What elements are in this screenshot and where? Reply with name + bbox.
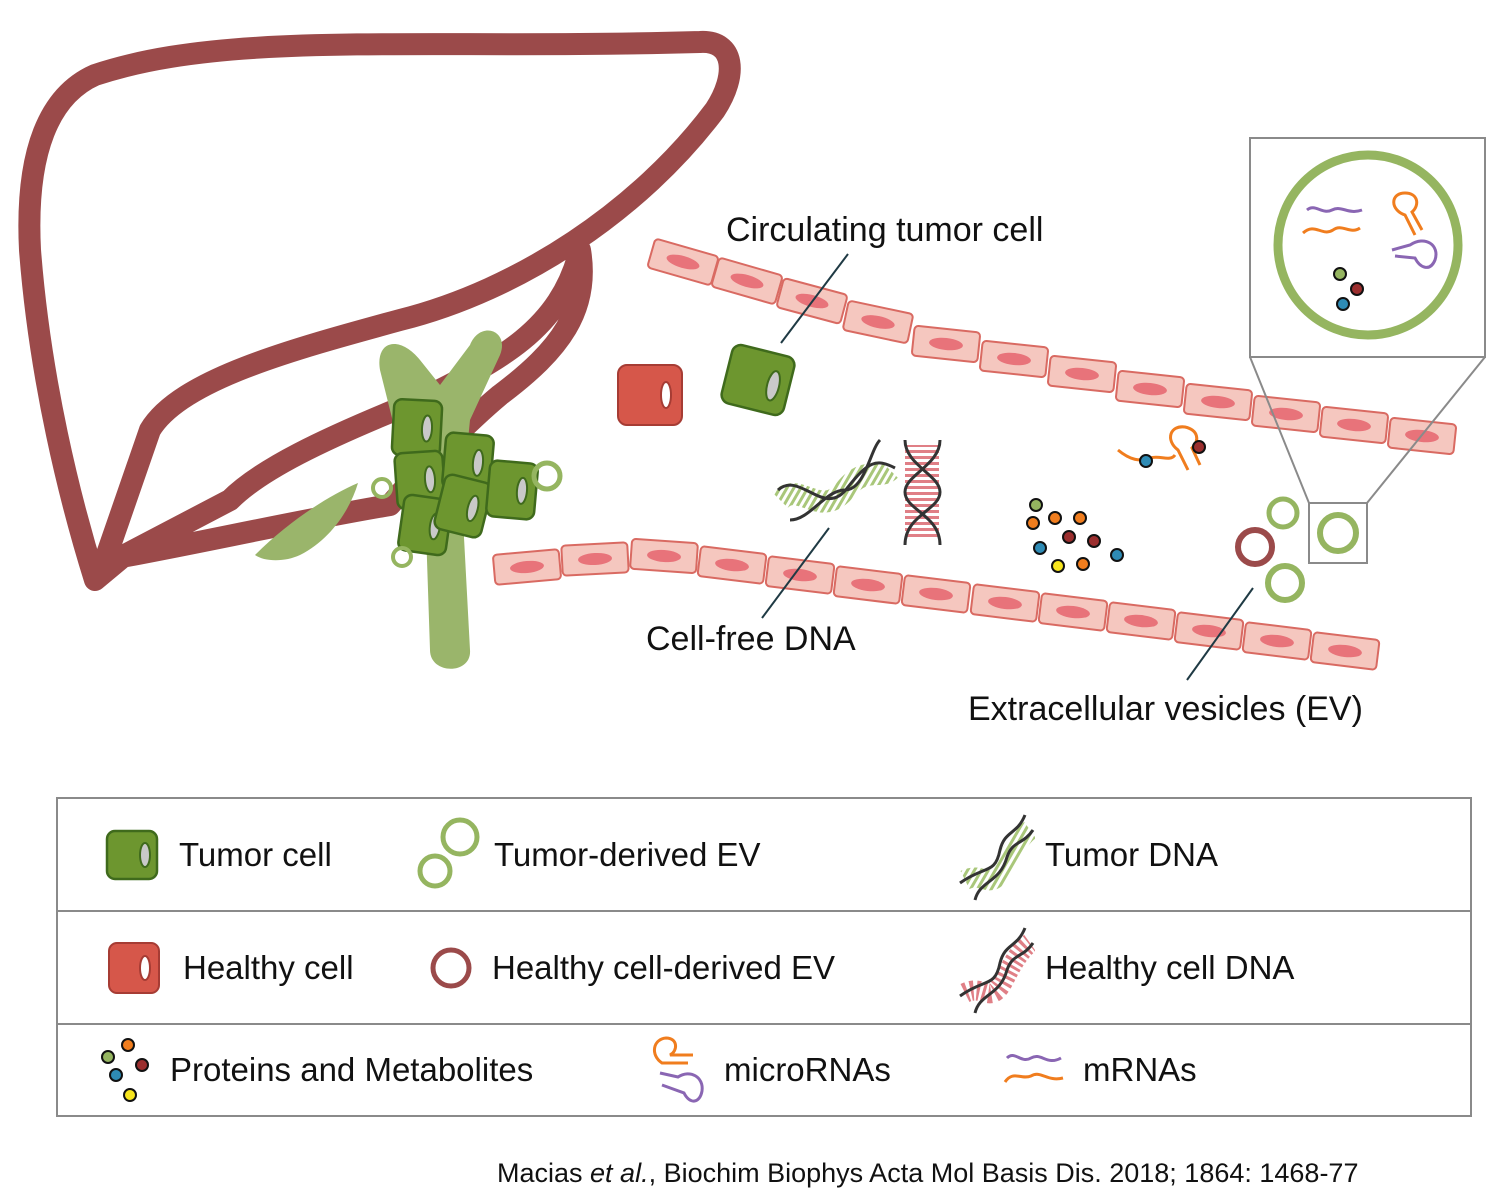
proteins-metabolites-icon [101,1038,149,1102]
healthy-dna-icon [959,926,1035,1013]
legend-label: Healthy cell DNA [1045,948,1295,986]
healthy-cell [617,364,683,426]
legend-label: Tumor-derived EV [494,835,761,873]
tumor-ev [371,477,393,499]
legend-item-proteins: Proteins and Metabolites [98,1025,533,1115]
healthy-dna [903,439,942,546]
tumor-ev-icon [417,817,480,888]
tumor-cell-icon [105,829,159,880]
legend-item-tumor-ev: Tumor-derived EV [416,799,761,910]
gallbladder [255,483,358,561]
healthy-ev [1235,527,1275,567]
citation-author: Macias [497,1158,591,1188]
legend-row: Proteins and Metabolites microRNAs mRNAs [58,1025,1470,1115]
ev-cargo [1301,191,1438,311]
zoom-callout [1249,137,1486,564]
tumor-ev [531,460,563,492]
legend: Tumor cell Tumor-derived EV Tumor DNA [56,797,1472,1117]
legend-item-healthy-dna: Healthy cell DNA [955,912,1294,1023]
citation: Macias et al., Biochim Biophys Acta Mol … [497,1158,1358,1189]
label-circulating-tumor-cell: Circulating tumor cell [726,211,1044,249]
legend-label: Tumor cell [179,835,332,873]
legend-item-healthy-cell: Healthy cell [107,912,354,1023]
legend-item-healthy-ev: Healthy cell-derived EV [428,912,835,1023]
tumor-dna-icon [959,813,1035,900]
citation-etal: et al. [590,1158,649,1188]
legend-label: mRNAs [1083,1051,1197,1088]
tumor-ev [1265,563,1305,603]
legend-item-tumor-cell: Tumor cell [105,799,332,910]
liver-outline [18,31,741,591]
ev-leader-line [1186,587,1254,681]
citation-source: , Biochim Biophys Acta Mol Basis Dis. 20… [648,1158,1359,1188]
free-microrna-complex [1117,425,1206,471]
microrna-icon [653,1036,704,1103]
legend-label: Proteins and Metabolites [170,1051,534,1088]
tumor-ev [391,546,413,568]
legend-item-mrna: mRNAs [1003,1025,1197,1115]
legend-item-tumor-dna: Tumor DNA [955,799,1218,910]
legend-label: microRNAs [724,1051,891,1088]
legend-row: Tumor cell Tumor-derived EV Tumor DNA [58,799,1470,912]
proteins-metabolites [1026,498,1124,573]
mrna-icon [1003,1053,1064,1083]
healthy-ev-icon [430,947,472,988]
legend-item-microrna: microRNAs [648,1025,891,1115]
healthy-cell-icon [108,941,160,994]
tumor-dna [772,438,898,522]
legend-label: Healthy cell [183,948,354,986]
circulating-tumor-cell [720,343,796,417]
cfdna-leader-line [761,527,830,619]
label-cell-free-dna: Cell-free DNA [646,620,856,658]
legend-label: Healthy cell-derived EV [492,948,835,986]
ctc-leader-line [780,253,849,344]
legend-row: Healthy cell Healthy cell-derived EV Hea… [58,912,1470,1025]
tumor-ev [1266,496,1300,530]
liquid-biopsy-illustration [18,31,1486,681]
legend-label: Tumor DNA [1045,835,1218,873]
label-extracellular-vesicles: Extracellular vesicles (EV) [968,690,1363,728]
